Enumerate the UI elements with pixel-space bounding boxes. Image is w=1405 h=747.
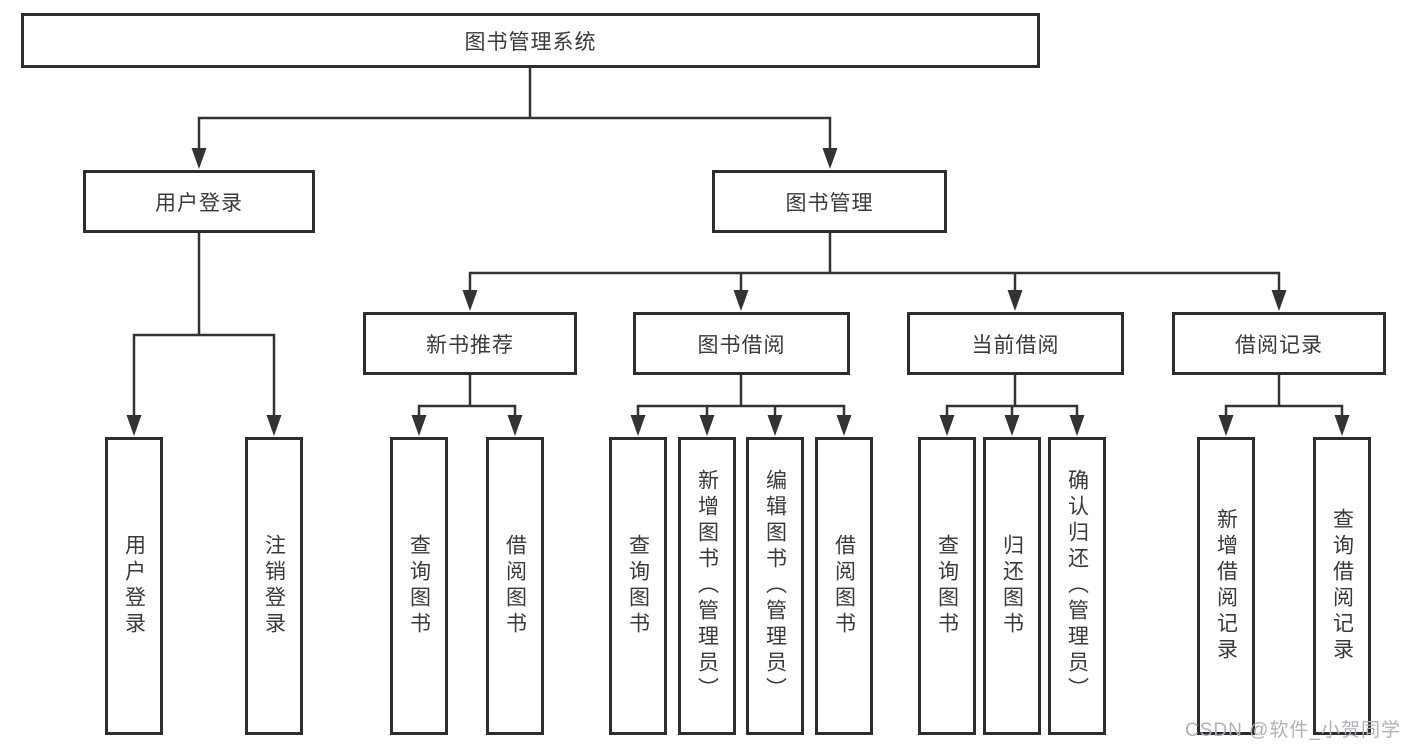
node-leaf-confirm-return-admin: 确认归还（管理员） bbox=[1048, 437, 1106, 735]
node-user-login: 用户登录 bbox=[83, 170, 315, 233]
csdn-watermark: CSDN @软件_小贺同学 bbox=[1185, 720, 1401, 741]
node-leaf-query-books-borrow: 查询图书 bbox=[609, 437, 667, 735]
node-book-management: 图书管理 bbox=[712, 170, 947, 233]
node-leaf-add-borrow-record: 新增借阅记录 bbox=[1197, 437, 1255, 735]
node-leaf-logout: 注销登录 bbox=[245, 437, 303, 735]
node-leaf-edit-books-admin: 编辑图书（管理员） bbox=[746, 437, 804, 735]
node-label: 确认归还（管理员） bbox=[1065, 469, 1089, 703]
node-label: 新增借阅记录 bbox=[1214, 508, 1238, 664]
node-label: 图书管理系统 bbox=[464, 30, 597, 54]
node-borrow-records: 借阅记录 bbox=[1172, 312, 1386, 375]
node-library-management-system: 图书管理系统 bbox=[21, 13, 1040, 68]
node-label: 查询借阅记录 bbox=[1330, 508, 1354, 664]
node-leaf-borrow-books: 借阅图书 bbox=[815, 437, 873, 735]
node-label: 新书推荐 bbox=[426, 333, 514, 357]
node-label: 借阅记录 bbox=[1235, 333, 1323, 357]
node-label: 新增图书（管理员） bbox=[695, 469, 719, 703]
node-label: 用户登录 bbox=[155, 191, 243, 215]
node-leaf-query-books-recommend: 查询图书 bbox=[390, 437, 448, 735]
node-new-book-recommend: 新书推荐 bbox=[363, 312, 577, 375]
node-label: 查询图书 bbox=[935, 534, 959, 638]
node-label: 查询图书 bbox=[407, 534, 431, 638]
node-label: 归还图书 bbox=[1000, 534, 1024, 638]
node-label: 图书借阅 bbox=[697, 333, 786, 357]
node-label: 当前借阅 bbox=[971, 333, 1060, 357]
node-book-borrow: 图书借阅 bbox=[633, 312, 850, 375]
node-leaf-user-login: 用户登录 bbox=[105, 437, 163, 735]
node-label: 查询图书 bbox=[626, 534, 650, 638]
node-leaf-add-books-admin: 新增图书（管理员） bbox=[678, 437, 736, 735]
node-label: 图书管理 bbox=[785, 191, 874, 215]
node-label: 借阅图书 bbox=[503, 534, 527, 638]
node-label: 用户登录 bbox=[122, 534, 146, 638]
node-leaf-query-books-current: 查询图书 bbox=[918, 437, 976, 735]
node-leaf-query-borrow-record: 查询借阅记录 bbox=[1313, 437, 1371, 735]
node-label: 编辑图书（管理员） bbox=[763, 469, 787, 703]
node-current-borrow: 当前借阅 bbox=[907, 312, 1124, 375]
node-leaf-borrow-books-recommend: 借阅图书 bbox=[486, 437, 544, 735]
node-label: 注销登录 bbox=[262, 534, 286, 638]
node-label: 借阅图书 bbox=[832, 534, 856, 638]
arrowheads bbox=[126, 148, 1350, 436]
node-leaf-return-books: 归还图书 bbox=[983, 437, 1041, 735]
